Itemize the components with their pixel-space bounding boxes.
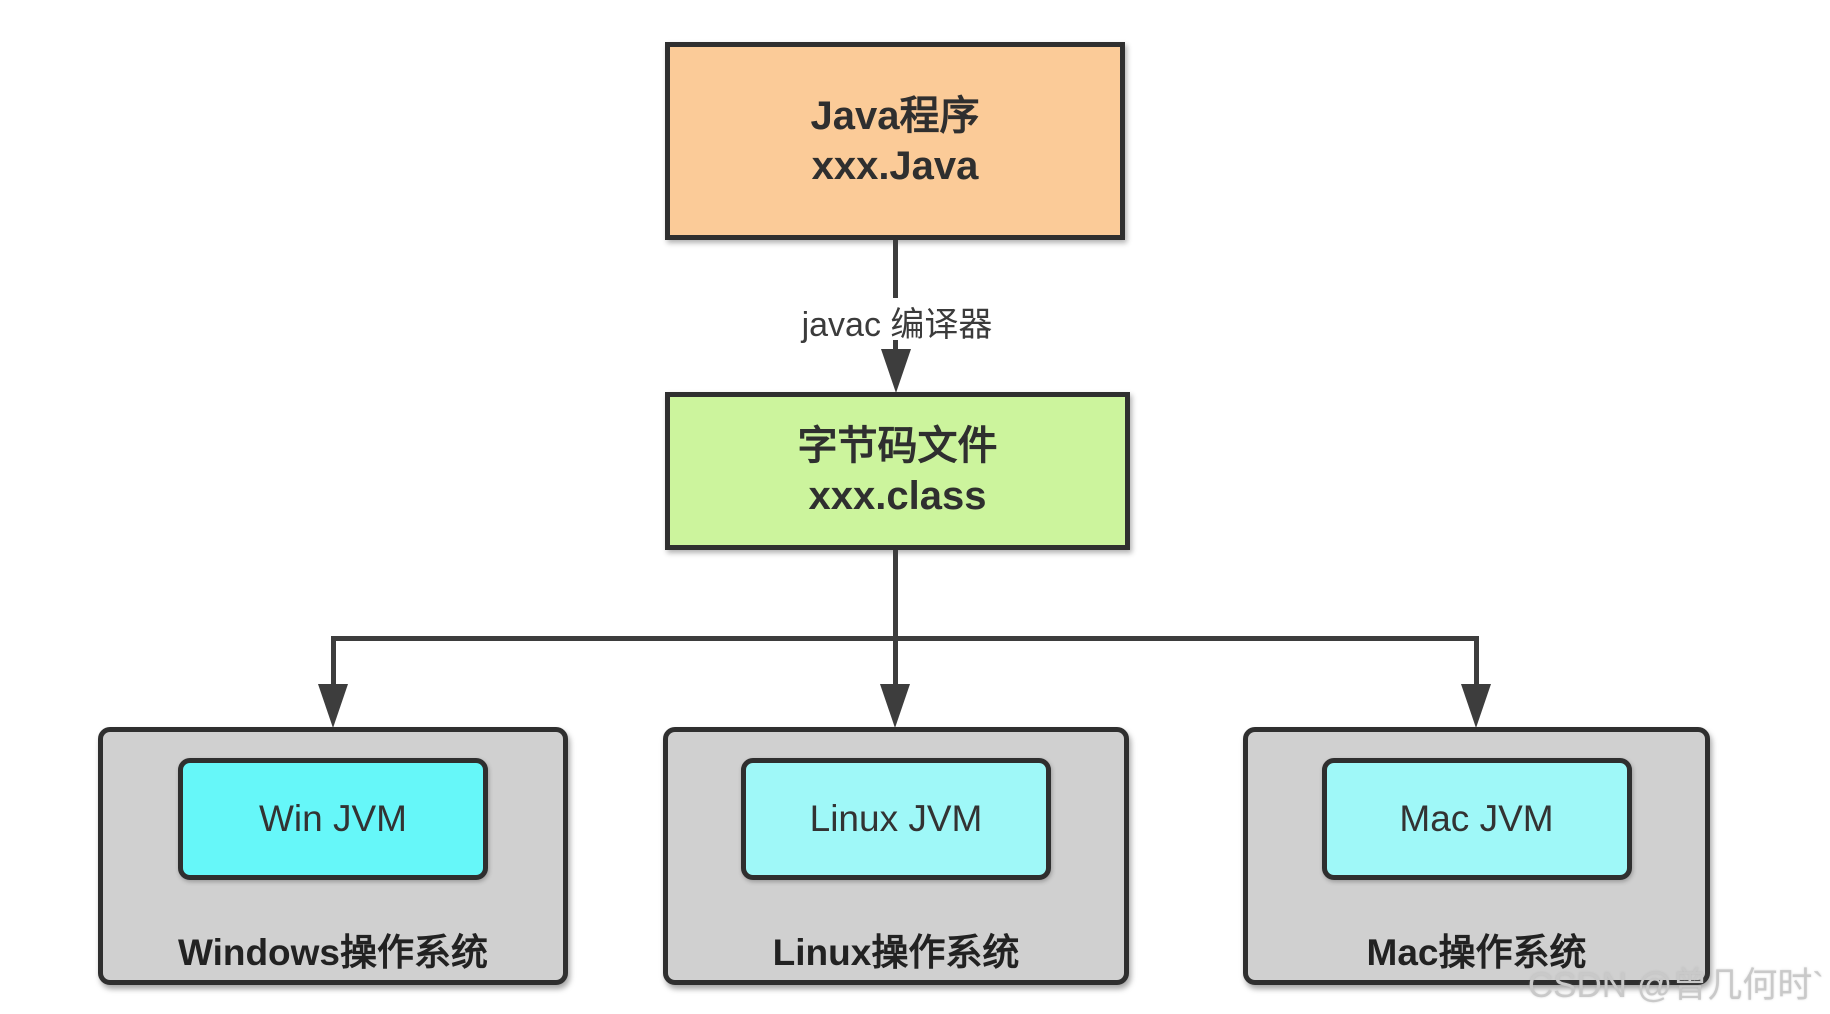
java-source-filename: xxx.Java — [811, 144, 979, 188]
bytecode-box: 字节码文件 xxx.class — [665, 392, 1130, 550]
arrowhead-down-icon — [1461, 684, 1491, 728]
watermark: CSDN @曾几何时` — [1527, 966, 1824, 1005]
mac-os-box: Mac JVM Mac操作系统 — [1243, 727, 1710, 985]
javac-compiler-label: javac 编译器 — [801, 306, 993, 344]
bytecode-title: 字节码文件 — [797, 424, 998, 468]
mac-os-label: Mac操作系统 — [1366, 932, 1587, 973]
connector-compiler-to-bytecode-line — [893, 340, 898, 352]
connector-bytecode-down-line — [893, 550, 898, 690]
windows-os-box: Win JVM Windows操作系统 — [98, 727, 568, 985]
java-source-title: Java程序 — [810, 94, 980, 138]
mac-jvm-box: Mac JVM — [1321, 758, 1632, 880]
branch-left-line — [331, 636, 336, 688]
branch-horizontal-line — [331, 636, 1479, 641]
connector-source-to-compiler-line — [893, 240, 898, 298]
mac-jvm-label: Mac JVM — [1399, 798, 1554, 839]
windows-os-label: Windows操作系统 — [177, 932, 489, 973]
linux-jvm-label: Linux JVM — [809, 798, 983, 839]
arrowhead-down-icon — [881, 349, 911, 393]
linux-os-box: Linux JVM Linux操作系统 — [663, 727, 1129, 985]
linux-jvm-box: Linux JVM — [741, 758, 1051, 880]
arrowhead-down-icon — [318, 684, 348, 728]
branch-right-line — [1474, 636, 1479, 688]
linux-os-label: Linux操作系统 — [772, 932, 1020, 973]
arrowhead-down-icon — [880, 684, 910, 728]
win-jvm-box: Win JVM — [178, 758, 488, 880]
win-jvm-label: Win JVM — [259, 798, 407, 839]
java-source-box: Java程序 xxx.Java — [665, 42, 1125, 240]
bytecode-filename: xxx.class — [808, 474, 987, 518]
